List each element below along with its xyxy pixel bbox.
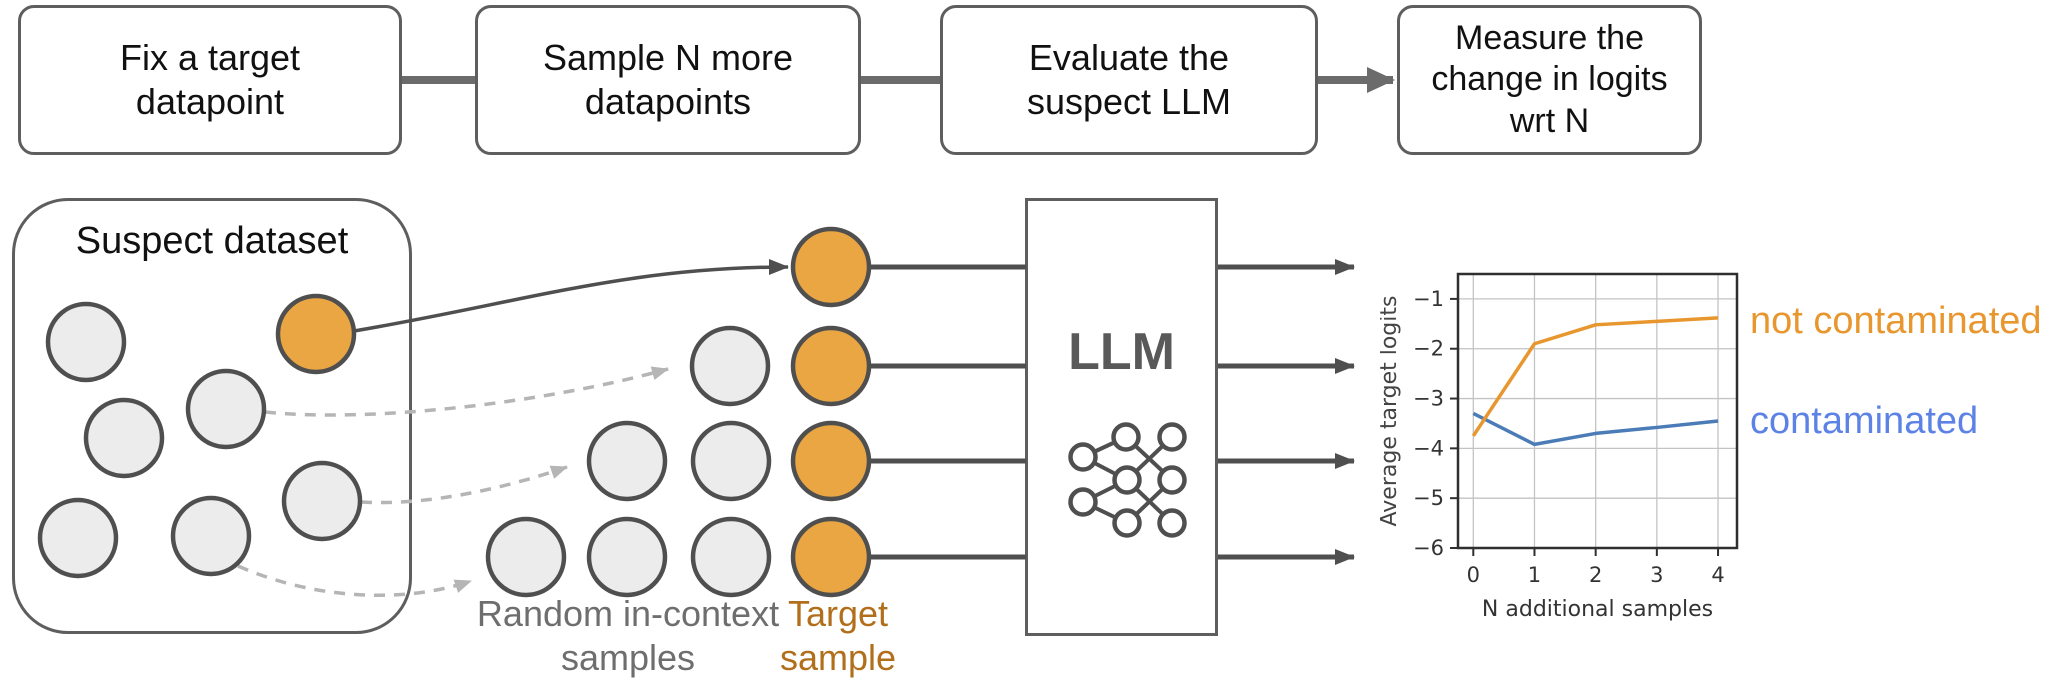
chart-line-contaminated — [1472, 411, 1719, 447]
prompt-rows — [485, 226, 872, 598]
flow-step-evaluate-llm: Evaluate the suspect LLM — [940, 5, 1318, 155]
chart-tick-labels: 0 1 2 3 4 −1 −2 −3 −4 −5 −6 — [1413, 287, 1725, 587]
chart-svg: 0 1 2 3 4 −1 −2 −3 −4 −5 −6 N additional samples Ave… — [1377, 272, 1739, 622]
in-context-sample — [586, 516, 668, 598]
flow-step-measure-logits: Measure the change in logits wrt N — [1397, 5, 1702, 155]
chart-line-not-contaminated — [1471, 316, 1719, 437]
chart-y-axis-label: Average target logits — [1380, 296, 1402, 527]
x-tick-label: 4 — [1711, 563, 1724, 587]
chart-gridlines — [1458, 274, 1737, 549]
random-in-context-samples-label: Random in-context samples — [476, 593, 780, 678]
flow-step-label: Evaluate the suspect LLM — [1026, 37, 1232, 122]
y-tick-label: −1 — [1413, 287, 1444, 311]
flow-step-fix-target: Fix a target datapoint — [18, 5, 402, 155]
target-sample-point — [790, 325, 872, 407]
logits-chart: 0 1 2 3 4 −1 −2 −3 −4 −5 −6 N additional samples Ave… — [1377, 240, 2059, 630]
target-sample-arrow — [353, 259, 789, 333]
llm-box — [1025, 198, 1218, 636]
y-tick-label: −5 — [1413, 486, 1444, 510]
llm-label: LLM — [1068, 323, 1175, 381]
chart-frame — [1456, 272, 1739, 550]
flow-step-label: Sample N more datapoints — [542, 37, 794, 122]
x-tick-label: 1 — [1528, 563, 1541, 587]
y-tick-label: −2 — [1413, 337, 1444, 361]
in-context-sample — [690, 420, 772, 502]
chart-x-axis-label: N additional samples — [1482, 597, 1713, 622]
in-context-sample — [586, 420, 668, 502]
suspect-dataset-title: Suspect dataset — [75, 220, 349, 262]
y-tick-label: −3 — [1413, 387, 1444, 411]
flow-step-label: Measure the change in logits wrt N — [1431, 18, 1668, 140]
in-context-sample — [485, 516, 567, 598]
in-context-sample — [689, 325, 771, 407]
target-sample-point — [790, 516, 872, 598]
legend-not-contaminated: not contaminated — [1750, 300, 2042, 342]
target-sample-point — [790, 226, 872, 308]
x-tick-label: 3 — [1650, 563, 1663, 587]
chart-ticks — [1450, 297, 1720, 556]
y-tick-label: −4 — [1413, 436, 1444, 460]
flow-step-sample-n: Sample N more datapoints — [475, 5, 861, 155]
x-tick-label: 2 — [1589, 563, 1602, 587]
y-tick-label: −6 — [1413, 536, 1444, 560]
in-context-sample — [690, 516, 772, 598]
x-tick-label: 0 — [1467, 563, 1480, 587]
flow-step-label: Fix a target datapoint — [119, 37, 301, 122]
target-sample-label: Target sample — [779, 593, 897, 678]
suspect-dataset-box — [12, 198, 412, 634]
target-sample-point — [790, 420, 872, 502]
legend-contaminated: contaminated — [1750, 400, 1979, 442]
